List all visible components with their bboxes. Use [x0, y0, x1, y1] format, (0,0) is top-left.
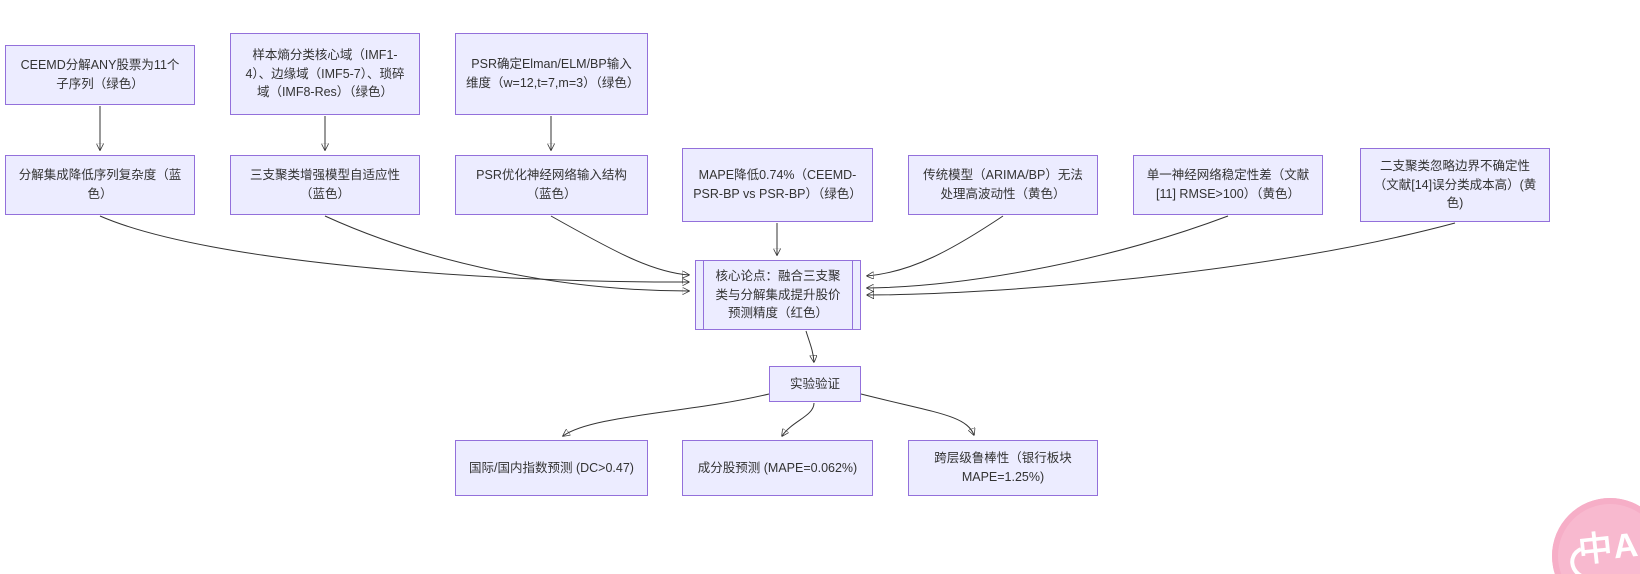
node-label: 国际/国内指数预测 (DC>0.47)	[469, 460, 634, 475]
node-experiment-validation: 实验验证	[769, 366, 861, 402]
translate-extension-badge[interactable]: 中A	[1552, 498, 1640, 574]
node-traditional-model: 传统模型（ARIMA/BP）无法处理高波动性（黄色）	[908, 155, 1098, 215]
node-constituent-prediction: 成分股预测 (MAPE=0.062%)	[682, 440, 873, 496]
edge-exp-r1	[563, 393, 770, 436]
node-core-thesis: 核心论点：融合三支聚类与分解集成提升股价预测精度（红色）	[695, 260, 861, 330]
edge-y1-core	[867, 215, 1004, 276]
node-label: 跨层级鲁棒性（银行板块 MAPE=1.25%)	[934, 451, 1072, 484]
node-label: 分解集成降低序列复杂度（蓝色）	[18, 168, 182, 201]
edge-b1-core	[99, 215, 689, 282]
node-label: PSR优化神经网络输入结构（蓝色）	[476, 168, 627, 201]
node-mape-reduction: MAPE降低0.74%（CEEMD-PSR-BP vs PSR-BP）（绿色）	[682, 148, 873, 222]
subroutine-right-bar	[852, 261, 853, 329]
node-label: 二支聚类忽略边界不确定性（文献[14]误分类成本高）(黄色)	[1373, 158, 1537, 211]
node-label: 样本熵分类核心域（IMF1-4）、边缘域（IMF5-7）、琐碎域（IMF8-Re…	[245, 47, 405, 100]
node-two-way-clustering-limit: 二支聚类忽略边界不确定性（文献[14]误分类成本高）(黄色)	[1360, 148, 1550, 222]
node-label: 成分股预测 (MAPE=0.062%)	[697, 460, 858, 475]
node-single-nn-instability: 单一神经网络稳定性差（文献[11] RMSE>100）（黄色）	[1133, 155, 1323, 215]
edge-exp-r2	[782, 402, 815, 436]
node-three-way-clustering: 三支聚类增强模型自适应性（蓝色）	[230, 155, 420, 215]
node-psr-dimension: PSR确定Elman/ELM/BP输入维度（w=12,t=7,m=3）（绿色）	[455, 33, 648, 115]
edge-y3-core	[867, 222, 1456, 295]
edge-b3-core	[550, 215, 689, 275]
edge-y2-core	[867, 215, 1229, 288]
node-index-prediction: 国际/国内指数预测 (DC>0.47)	[455, 440, 648, 496]
node-label: 核心论点：融合三支聚类与分解集成提升股价预测精度（红色）	[715, 268, 841, 321]
subroutine-left-bar	[703, 261, 704, 329]
node-cross-level-robustness: 跨层级鲁棒性（银行板块 MAPE=1.25%)	[908, 440, 1098, 496]
node-label: CEEMD分解ANY股票为11个子序列（绿色）	[20, 58, 180, 91]
node-label: PSR确定Elman/ELM/BP输入维度（w=12,t=7,m=3）（绿色）	[466, 57, 640, 90]
node-label: MAPE降低0.74%（CEEMD-PSR-BP vs PSR-BP）（绿色）	[693, 168, 862, 201]
node-decomposition-complexity: 分解集成降低序列复杂度（蓝色）	[5, 155, 195, 215]
node-label: 单一神经网络稳定性差（文献[11] RMSE>100）（黄色）	[1146, 168, 1310, 201]
node-label: 传统模型（ARIMA/BP）无法处理高波动性（黄色）	[923, 168, 1083, 201]
edge-core-exp	[805, 330, 814, 362]
edge-exp-r3	[860, 393, 974, 435]
node-label: 三支聚类增强模型自适应性（蓝色）	[249, 168, 400, 201]
node-ceemd-decompose: CEEMD分解ANY股票为11个子序列（绿色）	[5, 45, 195, 105]
edge-b2-core	[324, 215, 689, 291]
node-psr-optimize: PSR优化神经网络输入结构（蓝色）	[455, 155, 648, 215]
node-label: 实验验证	[789, 376, 840, 391]
node-sample-entropy: 样本熵分类核心域（IMF1-4）、边缘域（IMF5-7）、琐碎域（IMF8-Re…	[230, 33, 420, 115]
